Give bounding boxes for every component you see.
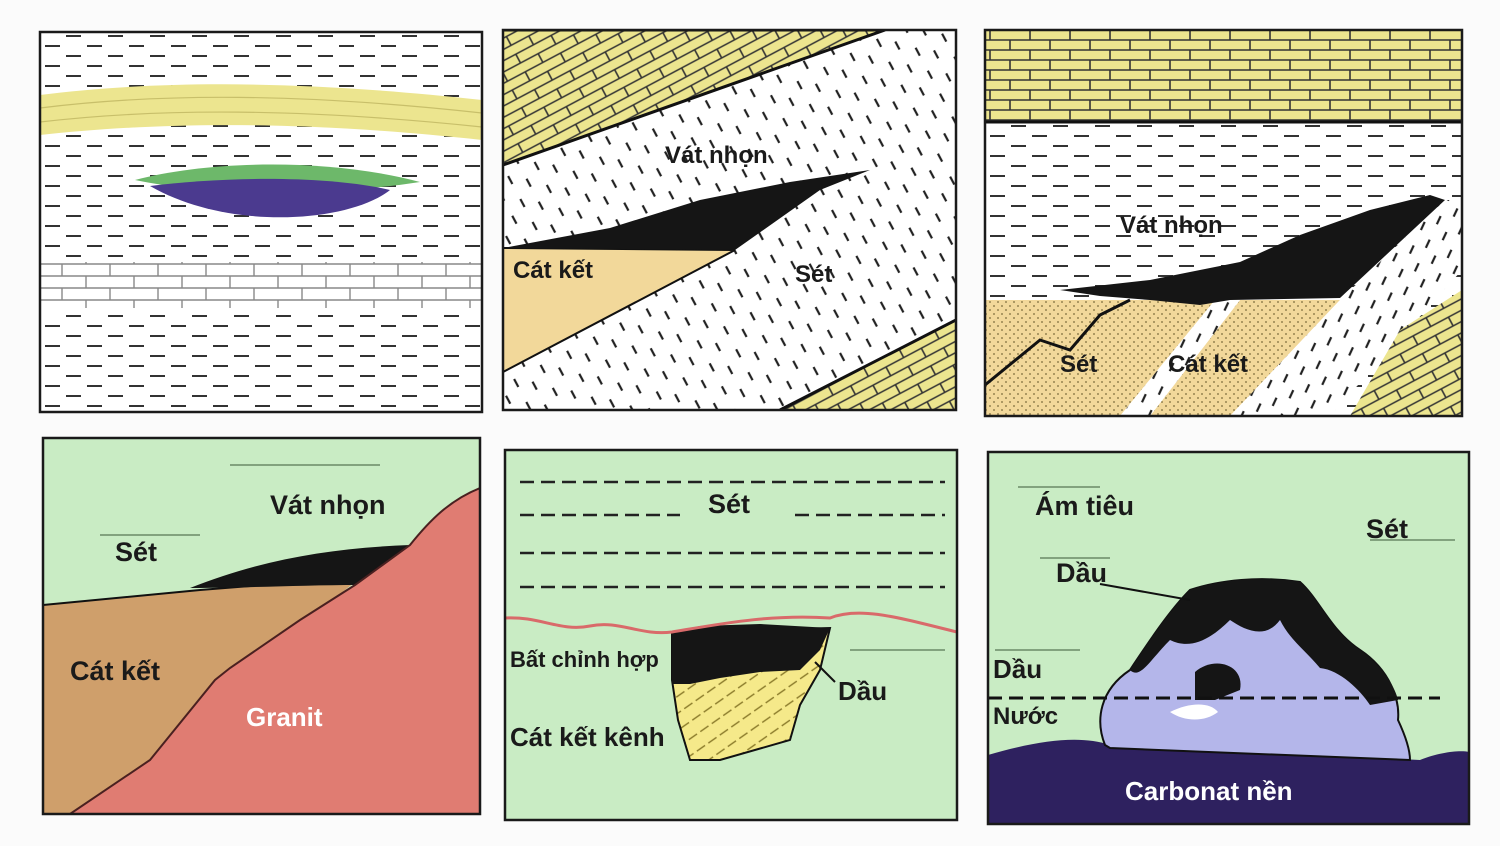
limestone-right <box>1350 290 1462 416</box>
oil-wedge <box>1060 195 1445 305</box>
label-shale: Sét <box>795 261 832 288</box>
label-pinchout: Vát nhọn <box>665 142 768 169</box>
label-oil: Dầu <box>838 676 887 706</box>
sandstone-middle <box>1150 300 1340 416</box>
label-oil: Dầu <box>993 654 1042 684</box>
label-pinchout: Vát nhọn <box>1120 212 1223 239</box>
water-pocket <box>1170 704 1218 720</box>
panel-reef-trap: Ám tiêu Sét Dầu Dầu Nước Carbonat nền <box>986 450 1471 826</box>
panel-granite-onlap-trap: Vát nhọn Sét Cát kết Granit <box>41 436 482 816</box>
limestone-white-band <box>40 262 482 308</box>
basement-carbonate <box>988 739 1469 824</box>
water-lens <box>150 178 390 218</box>
label-basement: Carbonat nền <box>1125 776 1293 806</box>
label-shale: Sét <box>115 537 157 567</box>
label-shale: Sét <box>1060 351 1097 378</box>
label-granite: Granit <box>246 702 323 732</box>
panel-pinchout-trap: Vát nhọn Cát kết Sét <box>501 28 958 412</box>
label-pinchout: Vát nhọn <box>270 490 386 520</box>
sandstone-left <box>985 300 1215 416</box>
label-shale: Sét <box>708 489 750 519</box>
granite-body <box>68 486 480 814</box>
panel-unconformity-trap: Vát nhọn Sét Cát kết <box>983 28 1464 418</box>
label-unconformity: Bất chỉnh hợp <box>510 647 659 672</box>
label-water: Nước <box>993 703 1058 730</box>
label-sandstone: Cát kết <box>70 656 160 686</box>
label-shale: Sét <box>1366 514 1408 544</box>
label-reef: Ám tiêu <box>1035 490 1134 521</box>
label-channel-sand: Cát kết kênh <box>510 722 665 752</box>
label-sandstone: Cát kết <box>513 257 593 284</box>
panel-lens-trap <box>38 30 484 414</box>
oil-cap <box>1130 579 1398 705</box>
steep-shale <box>1230 200 1462 416</box>
label-sandstone: Cát kết <box>1168 351 1248 378</box>
limestone-top <box>985 30 1462 122</box>
oil-accumulation <box>672 624 830 684</box>
panel-channel-trap: Sét Bất chỉnh hợp Dầu Cát kết kênh <box>503 448 959 822</box>
label-oil-top: Dầu <box>1056 558 1107 588</box>
oil-wedge <box>503 170 870 250</box>
oil-wedge <box>190 545 410 588</box>
unconformity-line <box>505 611 957 635</box>
